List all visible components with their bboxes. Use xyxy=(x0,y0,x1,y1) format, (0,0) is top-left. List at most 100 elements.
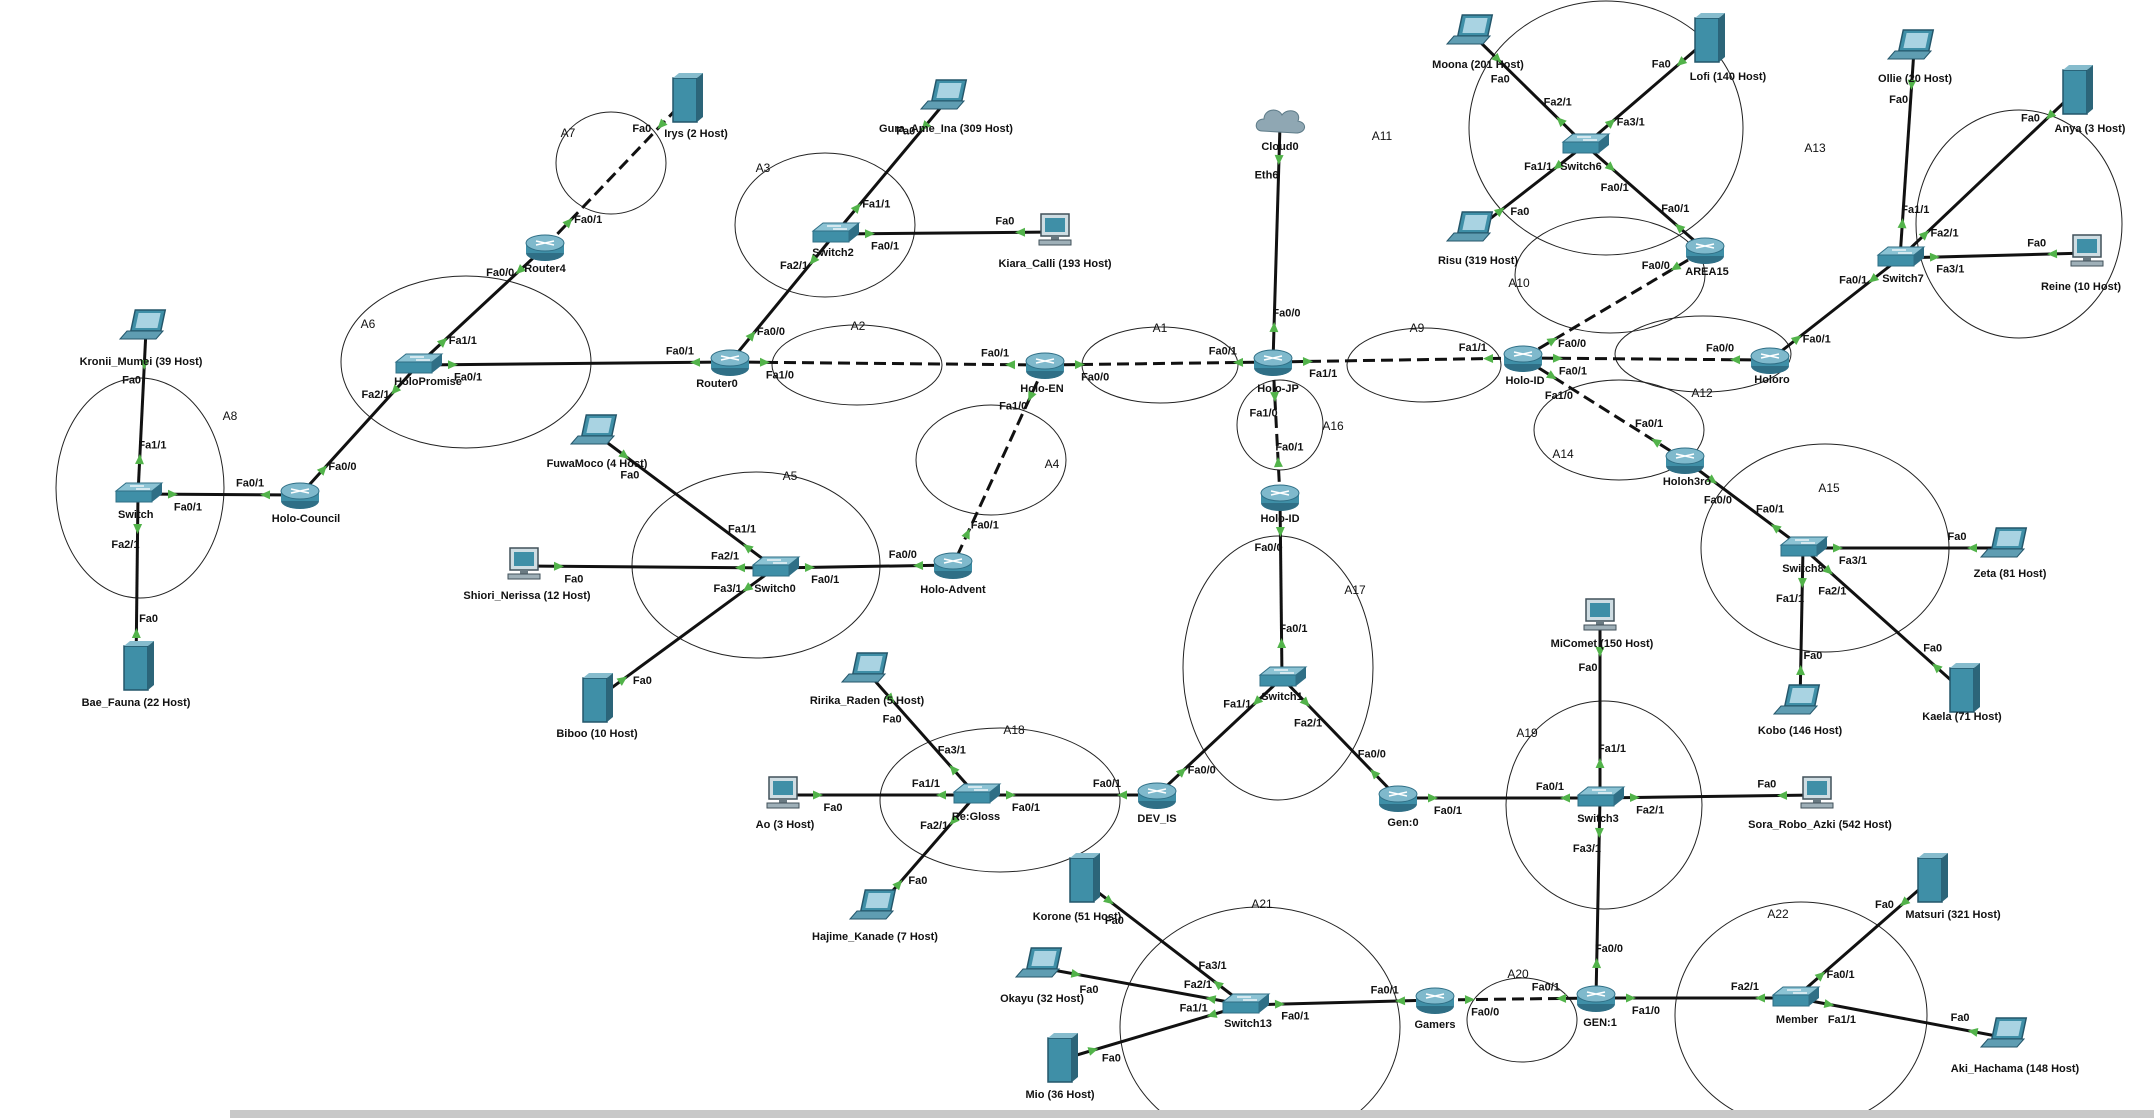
device-switch3[interactable] xyxy=(1576,786,1626,807)
pc-icon xyxy=(766,776,800,809)
device-switch0[interactable] xyxy=(751,556,801,577)
port-marker xyxy=(690,357,701,367)
port-marker xyxy=(809,254,820,265)
port-marker xyxy=(1674,223,1686,234)
device-holopromise[interactable] xyxy=(394,353,444,374)
device-biboo[interactable] xyxy=(582,673,613,723)
device-micomet[interactable] xyxy=(1583,598,1617,631)
switch-icon xyxy=(1561,133,1611,154)
device-holoro[interactable] xyxy=(1750,347,1790,374)
area-label-a7: A7 xyxy=(561,126,576,140)
device-switch7[interactable] xyxy=(1876,246,1926,267)
device-label-switch13: Switch13 xyxy=(1224,1018,1272,1030)
port-label-holopromise-router0-b: Fa0/1 xyxy=(666,345,694,357)
device-holo_id2[interactable] xyxy=(1260,484,1300,511)
device-anya[interactable] xyxy=(2062,65,2093,115)
device-moona[interactable] xyxy=(1445,14,1494,45)
device-ao[interactable] xyxy=(766,776,800,809)
pc-icon xyxy=(1038,213,1072,246)
device-switch13[interactable] xyxy=(1221,993,1271,1014)
device-sora_robo_azki[interactable] xyxy=(1800,776,1834,809)
area-ring-a18 xyxy=(879,727,1121,873)
device-kaela[interactable] xyxy=(1949,663,1980,713)
port-label-reglos-ao-b: Fa0 xyxy=(824,802,843,814)
device-switch1[interactable] xyxy=(1258,666,1308,687)
horizontal-scrollbar[interactable] xyxy=(230,1110,2154,1118)
port-marker xyxy=(2047,249,2058,259)
switch-icon xyxy=(1779,536,1829,557)
device-label-korone: Korone (51 Host) xyxy=(1033,911,1122,923)
link-switch2-gura_ina xyxy=(833,99,949,235)
device-label-switch3: Switch3 xyxy=(1577,813,1619,825)
device-zeta[interactable] xyxy=(1979,527,2028,558)
device-holo_en[interactable] xyxy=(1025,352,1065,379)
device-router4[interactable] xyxy=(525,234,565,261)
device-hajime_kanade[interactable] xyxy=(848,889,897,920)
area-label-a3: A3 xyxy=(756,161,771,175)
device-gen0[interactable] xyxy=(1378,785,1418,812)
device-shiori_nerissa[interactable] xyxy=(507,547,541,580)
device-gamers[interactable] xyxy=(1415,987,1455,1014)
port-label-gen0-switch3-b: Fa0/1 xyxy=(1536,781,1564,793)
device-holo_jp[interactable] xyxy=(1253,349,1293,376)
device-holoh3ro[interactable] xyxy=(1665,447,1705,474)
device-reine[interactable] xyxy=(2070,234,2104,267)
port-marker xyxy=(1676,56,1688,67)
device-reglos[interactable] xyxy=(952,783,1002,804)
device-router0[interactable] xyxy=(710,349,750,376)
device-label-fuwamoco: FuwaMoco (4 Host) xyxy=(547,458,648,470)
port-marker xyxy=(1205,995,1217,1005)
device-aki_hachama[interactable] xyxy=(1979,1017,2028,1048)
device-cloud0[interactable] xyxy=(1255,109,1305,134)
device-okayu[interactable] xyxy=(1014,947,1063,978)
port-marker xyxy=(1552,353,1563,363)
device-holo_council[interactable] xyxy=(280,482,320,509)
router-icon xyxy=(280,482,320,509)
device-ollie[interactable] xyxy=(1886,29,1935,60)
device-matsuri[interactable] xyxy=(1917,853,1948,903)
device-member[interactable] xyxy=(1771,986,1821,1007)
port-label-router4-irys-a: Fa0/1 xyxy=(574,214,602,226)
device-korone[interactable] xyxy=(1069,853,1100,903)
device-kiara_calli[interactable] xyxy=(1038,213,1072,246)
device-risu[interactable] xyxy=(1445,211,1494,242)
device-bae_fauna[interactable] xyxy=(123,641,154,691)
device-kobo[interactable] xyxy=(1772,684,1821,715)
device-switch_myth[interactable] xyxy=(114,482,164,503)
port-marker xyxy=(131,628,141,639)
port-marker xyxy=(1730,355,1741,365)
port-marker xyxy=(1868,273,1880,283)
device-label-holo_en: Holo-EN xyxy=(1020,383,1063,395)
device-switch6[interactable] xyxy=(1561,133,1611,154)
port-marker xyxy=(1546,337,1558,347)
switch-icon xyxy=(1576,786,1626,807)
area-label-a19: A19 xyxy=(1516,726,1538,740)
port-label-holo_id2-switch1-b: Fa0/1 xyxy=(1279,623,1307,635)
device-ririka_raden[interactable] xyxy=(840,652,889,683)
area-label-a14: A14 xyxy=(1552,447,1574,461)
device-label-ao: Ao (3 Host) xyxy=(756,819,815,831)
switch-icon xyxy=(394,353,444,374)
port-label-switch8-kaela-b: Fa0 xyxy=(1923,643,1942,655)
device-fuwamoco[interactable] xyxy=(569,414,618,445)
device-gen1[interactable] xyxy=(1576,985,1616,1012)
device-irys[interactable] xyxy=(672,73,703,123)
port-label-holo_id-holoro-a: Fa0/1 xyxy=(1559,365,1587,377)
device-switch2[interactable] xyxy=(811,222,861,243)
server-icon xyxy=(1047,1033,1078,1083)
area-ring-a2 xyxy=(771,324,943,406)
device-holo_advent[interactable] xyxy=(933,552,973,579)
device-gura_ina[interactable] xyxy=(919,79,968,110)
port-marker xyxy=(1370,769,1381,780)
device-mio[interactable] xyxy=(1047,1033,1078,1083)
device-area15[interactable] xyxy=(1685,237,1725,264)
device-holo_id[interactable] xyxy=(1503,345,1543,372)
device-kronii_mumei[interactable] xyxy=(118,309,167,340)
area-label-a15: A15 xyxy=(1818,481,1840,495)
device-lofi[interactable] xyxy=(1694,13,1725,63)
device-switch8[interactable] xyxy=(1779,536,1829,557)
port-label-holo_id-holoh3ro-b: Fa0/1 xyxy=(1635,418,1663,430)
device-dev_is[interactable] xyxy=(1137,782,1177,809)
